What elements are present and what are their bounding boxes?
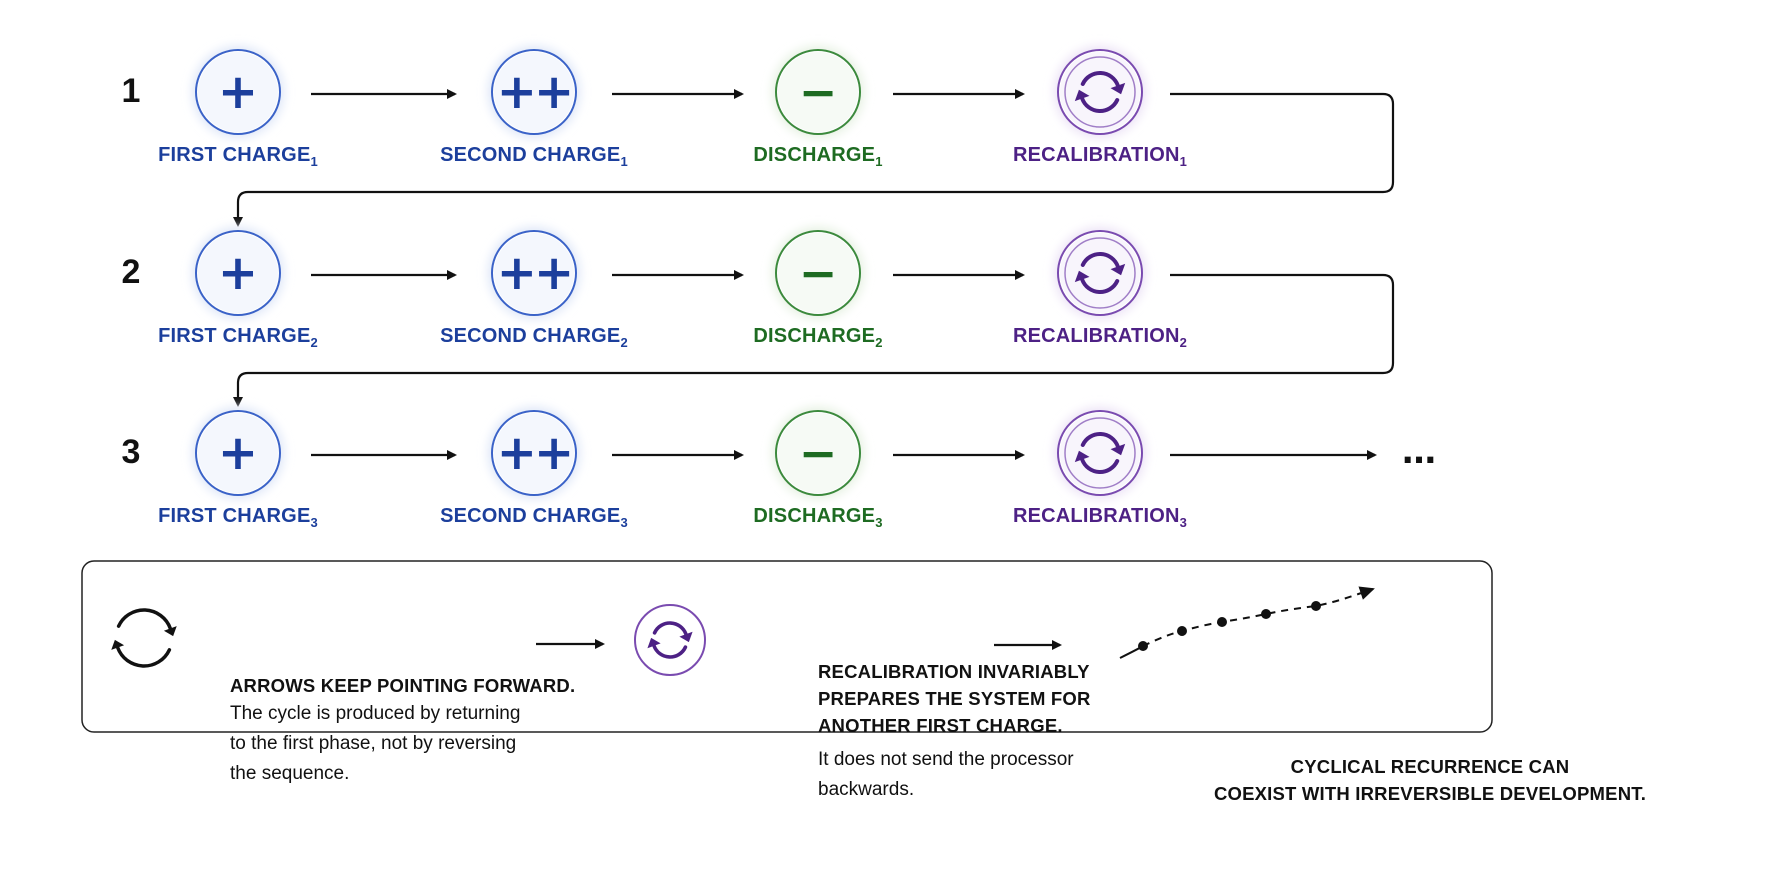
double-plus-icon: ++ (497, 245, 571, 301)
legend-item-recalibration: RECALIBRATION INVARIABLY PREPARES THE SY… (818, 658, 1138, 805)
cycle-arrows-icon (1074, 71, 1126, 113)
phase-node-charge: ++ (488, 407, 580, 499)
phase-label-charge: SECOND CHARGE1 (440, 144, 628, 169)
phase-label-recal: RECALIBRATION1 (1012, 144, 1188, 169)
cycle-arrows-icon (1074, 432, 1126, 474)
phase-label-charge: FIRST CHARGE2 (158, 325, 318, 350)
phase-node-charge: + (192, 407, 284, 499)
legend-recal-line-2: backwards. (818, 779, 915, 800)
legend-item-development: CYCLICAL RECURRENCE CAN COEXIST WITH IRR… (1200, 753, 1660, 807)
minus-icon: − (799, 426, 838, 480)
cycle-row-3: +++−… (192, 407, 1438, 499)
legend-recal-line-1: It does not send the processor (818, 749, 1074, 770)
cycle-row-1: +++− (192, 46, 1395, 227)
return-connector (233, 273, 1395, 407)
row-number-2: 2 (121, 253, 141, 291)
phase-label-recal: RECALIBRATION3 (1012, 505, 1188, 530)
phase-label-discharge: DISCHARGE1 (753, 144, 883, 169)
trend-point (1217, 617, 1227, 627)
legend-arrows-line-3: the sequence. (230, 763, 350, 784)
cycle-arrows-icon (647, 621, 693, 659)
phase-node-recal (1054, 46, 1146, 138)
phase-label-charge: SECOND CHARGE2 (440, 325, 628, 350)
phase-label-discharge: DISCHARGE3 (753, 505, 883, 530)
ellipsis-icon: … (1402, 432, 1438, 472)
phase-node-charge: ++ (488, 46, 580, 138)
trend-point (1177, 626, 1187, 636)
trend-point (1311, 601, 1321, 611)
return-connector (233, 92, 1395, 227)
legend-recalibration-node (634, 604, 706, 676)
legend-box (81, 560, 1493, 733)
legend-arrows-heading: ARROWS KEEP POINTING FORWARD. (230, 675, 576, 696)
plus-icon: + (218, 64, 258, 120)
phase-label-charge: FIRST CHARGE3 (158, 505, 318, 530)
legend-item-arrows: ARROWS KEEP POINTING FORWARD. The cycle … (230, 672, 590, 789)
trend-point (1261, 609, 1271, 619)
phase-label-charge: SECOND CHARGE3 (440, 505, 628, 530)
trend-point (1138, 641, 1148, 651)
minus-icon: − (799, 65, 838, 119)
development-trend-icon (1119, 586, 1375, 659)
row-number-3: 3 (121, 433, 141, 471)
row-number-1: 1 (121, 72, 141, 110)
cycle-arrows-icon (111, 608, 177, 668)
legend-arrows-line-2: to the first phase, not by reversing (230, 733, 517, 754)
phase-node-discharge: − (772, 407, 864, 499)
phase-node-discharge: − (772, 227, 864, 319)
phase-label-recal: RECALIBRATION2 (1012, 325, 1188, 350)
legend-development-line-2: COEXIST WITH IRREVERSIBLE DEVELOPMENT. (1213, 783, 1647, 804)
double-plus-icon: ++ (497, 64, 571, 120)
legend-recal-heading-2: PREPARES THE SYSTEM FOR (818, 688, 1091, 709)
double-plus-icon: ++ (497, 425, 571, 481)
cycle-arrows-icon (1074, 252, 1126, 294)
phase-node-charge: ++ (488, 227, 580, 319)
minus-icon: − (799, 246, 838, 300)
plus-icon: + (218, 245, 258, 301)
cycle-row-2: +++− (192, 227, 1395, 407)
phase-label-discharge: DISCHARGE2 (753, 325, 883, 350)
phase-node-discharge: − (772, 46, 864, 138)
legend-recal-heading-1: RECALIBRATION INVARIABLY (818, 661, 1090, 682)
phase-node-recal (1054, 407, 1146, 499)
legend-development-line-1: CYCLICAL RECURRENCE CAN (1290, 756, 1570, 777)
phase-node-recal (1054, 227, 1146, 319)
phase-label-charge: FIRST CHARGE1 (158, 144, 318, 169)
phase-node-charge: + (192, 227, 284, 319)
legend-recal-heading-3: ANOTHER FIRST CHARGE. (818, 715, 1063, 736)
phase-node-charge: + (192, 46, 284, 138)
plus-icon: + (218, 425, 258, 481)
legend-arrows-line-1: The cycle is produced by returning (230, 703, 521, 724)
